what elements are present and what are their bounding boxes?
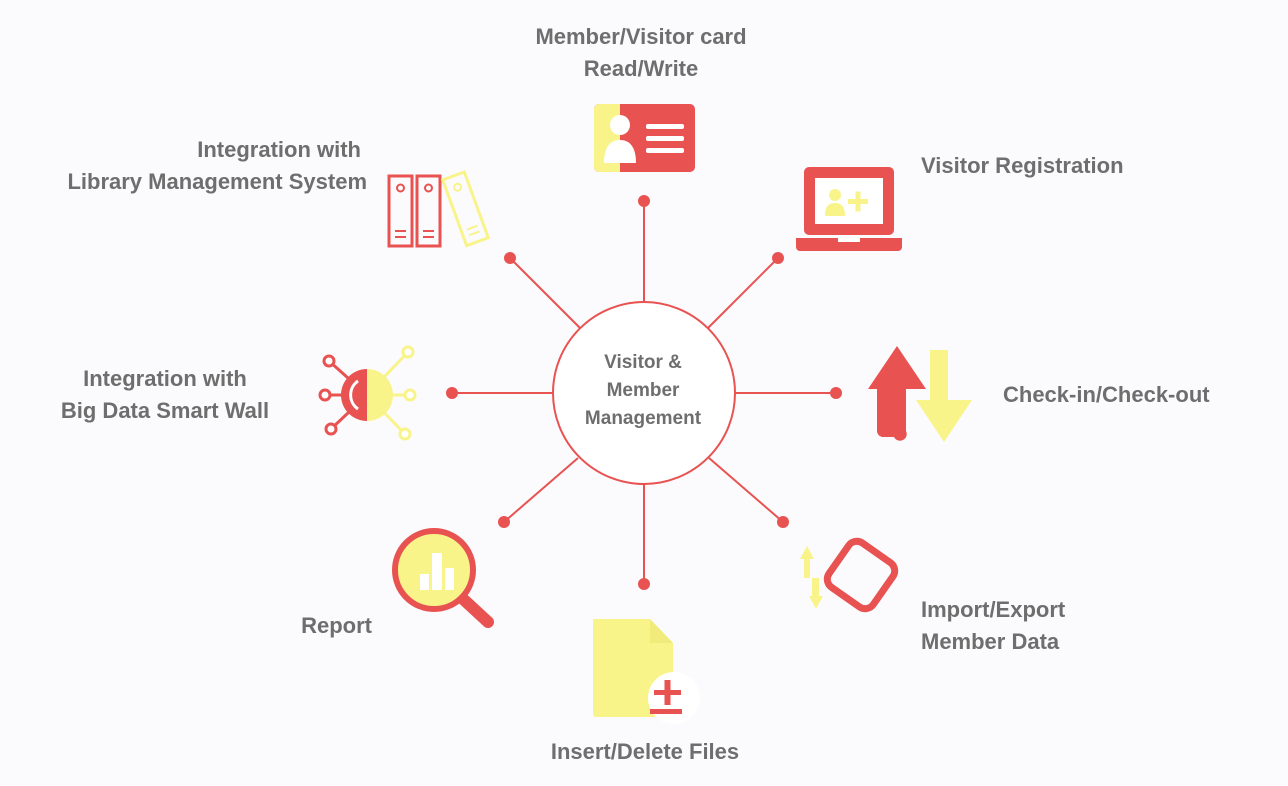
label-check-in-out: Check-in/Check-out bbox=[1003, 379, 1210, 411]
label-line: Big Data Smart Wall bbox=[60, 398, 270, 423]
label-line: Integration with bbox=[83, 366, 247, 391]
center-title-line: Management bbox=[584, 408, 702, 429]
label-line: Member Data bbox=[921, 629, 1060, 654]
center-title-line: Member bbox=[606, 380, 680, 401]
connector-dot bbox=[446, 387, 458, 399]
label-card-read-write: Member/Visitor card Read/Write bbox=[500, 21, 782, 85]
label-insert-delete-files: Insert/Delete Files bbox=[500, 736, 790, 768]
connector-library bbox=[509, 257, 581, 329]
label-import-export: Import/Export Member Data bbox=[921, 594, 1065, 658]
file-plus-minus-icon bbox=[593, 619, 700, 724]
binders-icon bbox=[387, 170, 491, 248]
label-visitor-registration: Visitor Registration bbox=[921, 150, 1124, 182]
label-line: Read/Write bbox=[583, 56, 699, 81]
up-down-arrows-icon bbox=[868, 346, 972, 442]
label-line: Import/Export bbox=[921, 597, 1066, 622]
tag-transfer-icon bbox=[800, 537, 899, 613]
label-library-integration: Integration with Library Management Syst… bbox=[20, 134, 367, 198]
label-line: Report bbox=[301, 613, 372, 638]
center-hub bbox=[552, 301, 736, 485]
connector-dot bbox=[498, 516, 510, 528]
network-hub-icon bbox=[318, 345, 417, 441]
connector-dot bbox=[638, 578, 650, 590]
laptop-add-user-icon bbox=[796, 167, 902, 251]
id-card-icon bbox=[594, 104, 695, 172]
center-title-line: Visitor & bbox=[604, 352, 682, 373]
label-line: Integration with bbox=[197, 137, 361, 162]
connector-report bbox=[503, 457, 579, 523]
magnifier-chart-icon bbox=[392, 528, 494, 628]
label-line: Insert/Delete Files bbox=[550, 739, 740, 764]
label-big-data-integration: Integration with Big Data Smart Wall bbox=[20, 363, 310, 427]
label-line: Library Management System bbox=[67, 169, 367, 194]
connector-dot bbox=[638, 195, 650, 207]
label-line: Visitor Registration bbox=[921, 153, 1124, 178]
connector-registration bbox=[707, 257, 779, 329]
label-line: Check-in/Check-out bbox=[1003, 382, 1210, 407]
label-line: Member/Visitor card bbox=[535, 24, 747, 49]
connector-dot bbox=[772, 252, 784, 264]
label-report: Report bbox=[272, 610, 372, 642]
connector-import bbox=[708, 457, 784, 523]
connector-dot bbox=[777, 516, 789, 528]
connector-dot bbox=[504, 252, 516, 264]
center-title: Visitor & Member Management bbox=[553, 349, 733, 433]
connector-dot bbox=[830, 387, 842, 399]
